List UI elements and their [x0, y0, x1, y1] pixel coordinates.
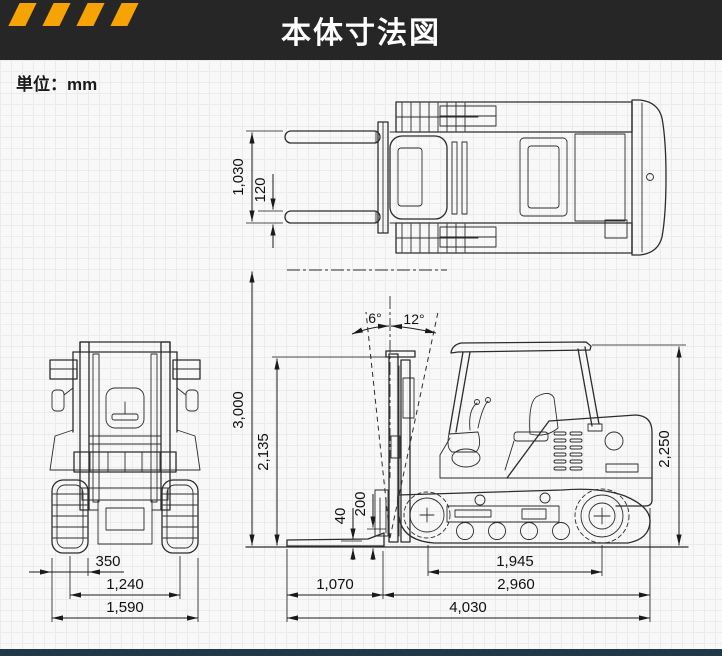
dim-body-length: 2,960	[497, 576, 535, 593]
dim-track-shoe-width: 350	[95, 553, 120, 570]
top-view-dimensions: 1,030 120	[230, 130, 283, 248]
footer-accent-bar	[0, 649, 722, 656]
dim-fork-spread: 1,030	[230, 158, 247, 196]
title-bar: 本体寸法図	[0, 0, 722, 60]
top-view-drawing	[284, 99, 667, 256]
front-view-dimensions: 350 1,240 1,590	[29, 553, 199, 622]
side-view-dimensions: 6° 12° 3,000 2,135 40 200 2,250	[230, 269, 686, 622]
dim-tilt-forward: 6°	[368, 310, 381, 326]
dim-fork-width: 120	[252, 177, 269, 202]
front-view-drawing	[49, 341, 201, 554]
side-view-drawing	[245, 341, 689, 548]
hazard-stripe	[8, 3, 37, 26]
hazard-stripes	[8, 3, 139, 26]
dim-mast-height: 2,135	[255, 433, 272, 471]
dim-tilt-backward: 12°	[403, 311, 424, 327]
dim-track-contact-length: 1,945	[496, 553, 534, 570]
dim-overall-width: 1,590	[106, 599, 144, 616]
dim-fork-thickness: 40	[332, 508, 349, 525]
hazard-stripe	[76, 3, 105, 26]
unit-label: 単位：mm	[16, 75, 98, 94]
dim-tread-width: 1,240	[106, 576, 144, 593]
hazard-stripe	[110, 3, 139, 26]
hazard-stripe	[42, 3, 71, 26]
dim-overall-height: 2,250	[656, 430, 673, 468]
dim-ground-clearance: 200	[352, 491, 369, 516]
dim-overall-length: 4,030	[449, 599, 487, 616]
page-title: 本体寸法図	[281, 17, 441, 50]
drawing-canvas	[0, 60, 722, 649]
dim-max-lift-height: 3,000	[230, 391, 247, 429]
dim-fork-length: 1,070	[316, 576, 354, 593]
